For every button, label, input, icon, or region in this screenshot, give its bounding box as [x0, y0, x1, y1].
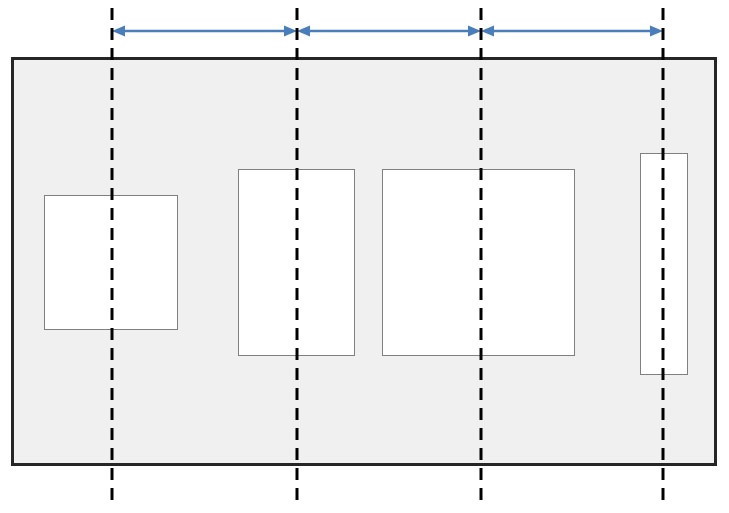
span-arrow-3-head-right [650, 25, 663, 37]
span-arrow-2-head-right [468, 25, 481, 37]
span-arrow-2 [297, 25, 481, 37]
datum-lines-overlay-group [110, 8, 665, 505]
span-arrow-2-head-left [297, 25, 310, 37]
cutout-4 [640, 153, 688, 375]
dimension-arrows-group [112, 25, 663, 37]
span-arrow-1-head-right [284, 25, 297, 37]
span-arrow-3 [481, 25, 663, 37]
span-arrow-1-head-left [112, 25, 125, 37]
cutout-3 [382, 169, 575, 356]
span-arrow-3-head-left [481, 25, 494, 37]
span-arrow-1 [112, 25, 297, 37]
